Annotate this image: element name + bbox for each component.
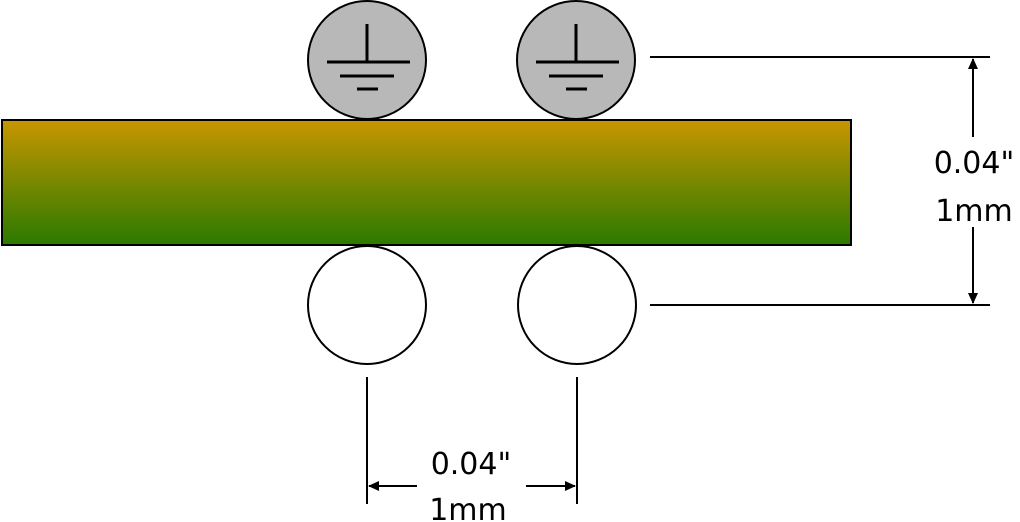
top-pad-right bbox=[516, 0, 636, 120]
horizontal-dimension-mm: 1mm bbox=[429, 493, 507, 522]
vertical-dimension-mm: 1mm bbox=[935, 194, 1013, 229]
ground-icon bbox=[536, 24, 619, 91]
vertical-dimension-inches: 0.04" bbox=[934, 146, 1015, 181]
vertical-dimension: 0.04" 1mm bbox=[650, 56, 1015, 306]
pcb-board bbox=[1, 119, 852, 246]
horizontal-dimension-inches: 0.04" bbox=[431, 447, 512, 482]
bottom-pad-left bbox=[307, 245, 427, 365]
ground-icon bbox=[327, 24, 410, 91]
horizontal-dimension: 0.04" 1mm bbox=[366, 377, 578, 522]
top-pad-left bbox=[307, 0, 427, 120]
bottom-pad-right bbox=[517, 245, 637, 365]
